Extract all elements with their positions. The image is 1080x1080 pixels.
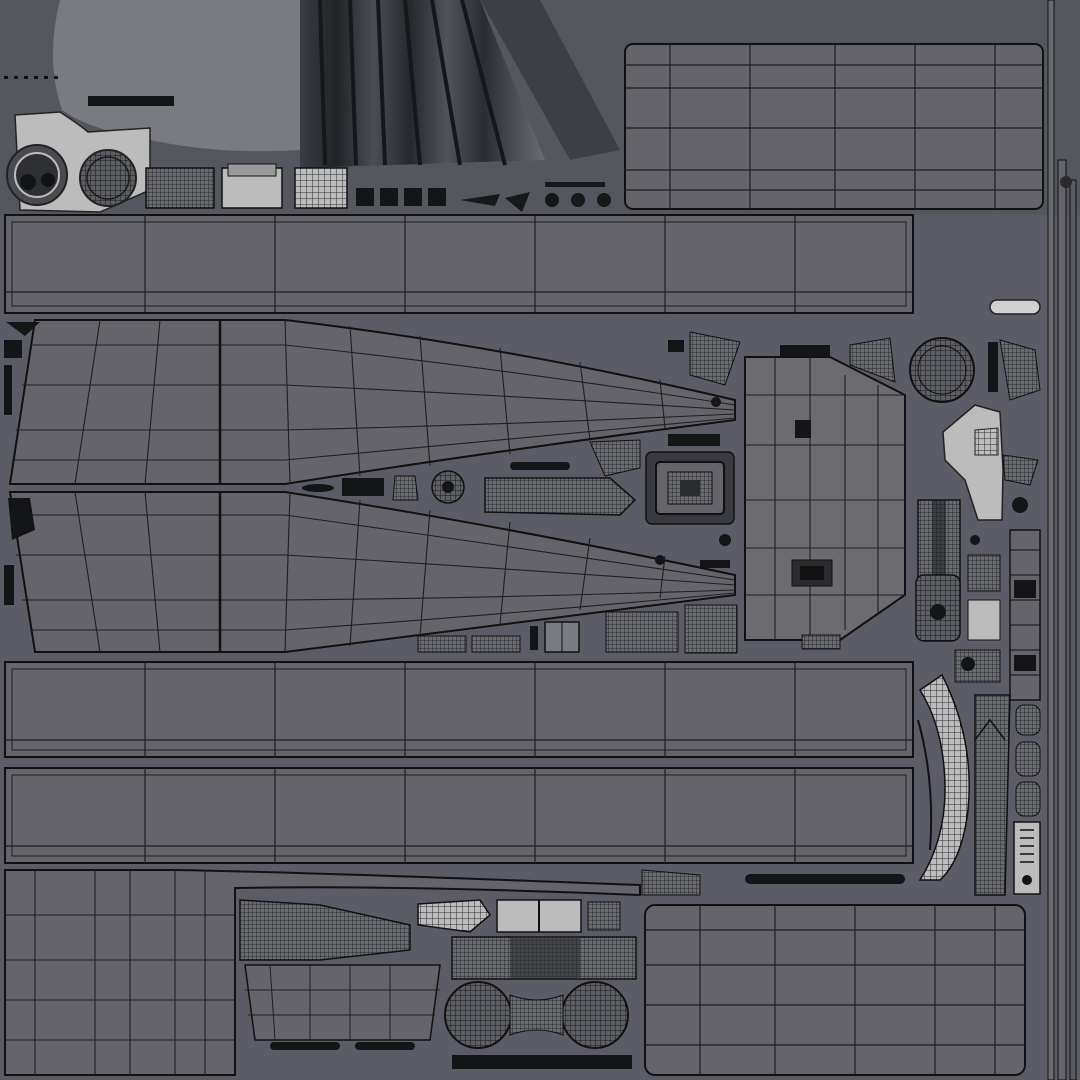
left-edge-bits (4, 322, 40, 605)
right-edge-strips (1047, 0, 1077, 1080)
bottom-right-panel (644, 904, 1026, 1076)
stripe-lines (318, 0, 507, 166)
small-square-row (356, 188, 446, 206)
wing-panel-lower (8, 491, 736, 653)
bottom-mid-cluster (239, 869, 905, 1069)
bottom-left-panel (4, 869, 641, 1076)
long-panel-1 (4, 214, 914, 314)
grid-block-1 (145, 167, 215, 209)
long-panel-2 (4, 661, 914, 758)
dark-shadow-shape (480, 0, 620, 160)
small-dark-parts (460, 182, 611, 212)
fan-strip (974, 694, 1011, 896)
grid-block-2-inner (227, 163, 277, 177)
long-panel-3 (4, 767, 914, 864)
shell-shape (52, 0, 300, 152)
wing-panel-upper (8, 319, 736, 485)
lower-mid-details (417, 604, 738, 654)
top-right-panel (624, 43, 1044, 210)
vertical-stripe-strip (300, 0, 545, 168)
dotted-marks (4, 76, 58, 79)
center-plate (744, 356, 906, 650)
right-column-details (780, 299, 1041, 701)
vertical-slot-column (1013, 704, 1041, 895)
round-rings-cluster (6, 111, 151, 213)
curved-arc-part (917, 673, 970, 881)
dark-bar (88, 96, 174, 106)
grid-block-3 (294, 167, 348, 209)
mid-detail-cluster (302, 331, 741, 568)
